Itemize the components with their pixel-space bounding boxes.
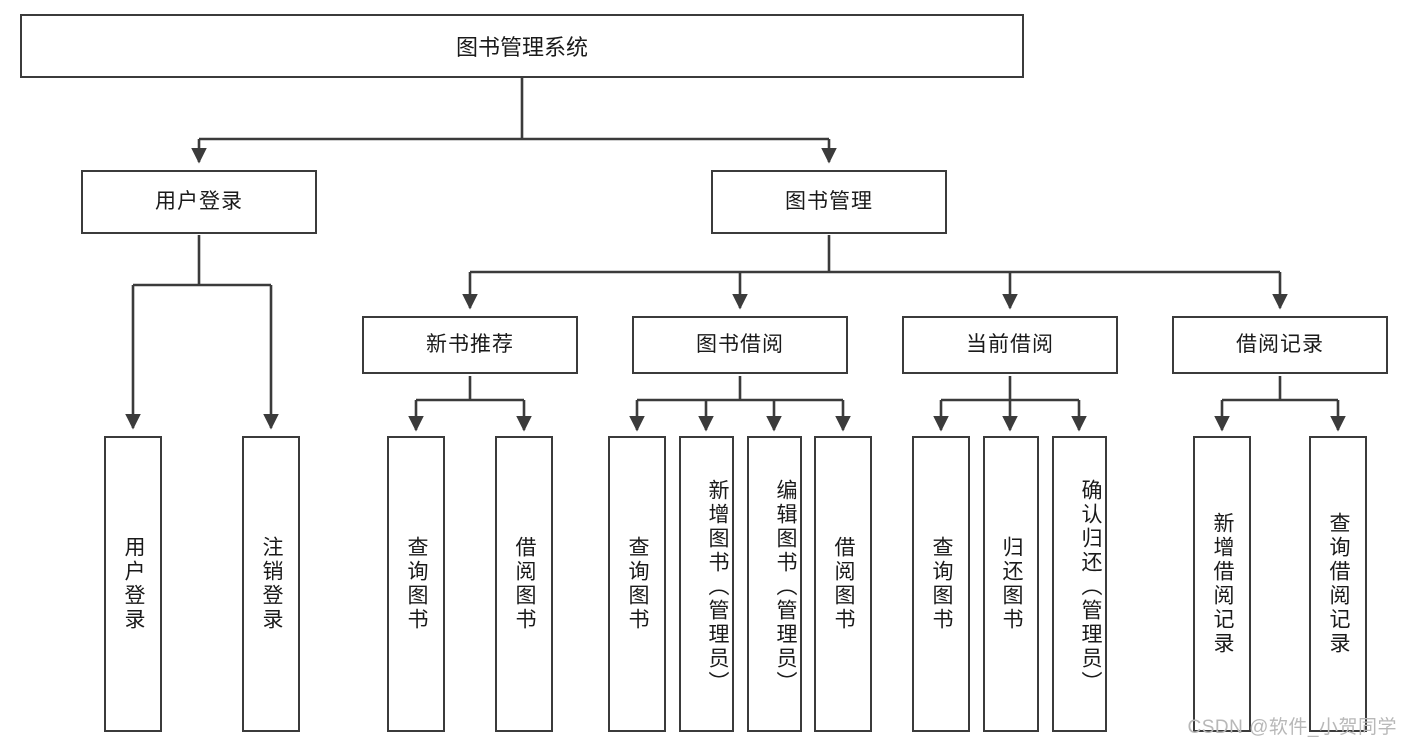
node-new-book-recommend[interactable]: 新书推荐 bbox=[362, 316, 578, 374]
node-label: 借阅图书 bbox=[832, 536, 855, 632]
node-label: 借阅记录 bbox=[1236, 333, 1324, 357]
leaf-query-book-borrow[interactable]: 查询图书 bbox=[608, 436, 666, 732]
node-label: 借阅图书 bbox=[513, 536, 536, 632]
node-label: 新增借阅记录 bbox=[1211, 512, 1234, 656]
leaf-query-book-recommend[interactable]: 查询图书 bbox=[387, 436, 445, 732]
leaf-confirm-return-admin[interactable]: 确认归还（管理员） bbox=[1052, 436, 1107, 732]
leaf-borrow-book-recommend[interactable]: 借阅图书 bbox=[495, 436, 553, 732]
leaf-edit-book-admin[interactable]: 编辑图书（管理员） bbox=[747, 436, 802, 732]
leaf-query-borrow-record[interactable]: 查询借阅记录 bbox=[1309, 436, 1367, 732]
node-label: 图书管理系统 bbox=[455, 35, 588, 60]
leaf-add-borrow-record[interactable]: 新增借阅记录 bbox=[1193, 436, 1251, 732]
node-label: 查询借阅记录 bbox=[1327, 512, 1350, 656]
node-label: 编辑图书（管理员） bbox=[774, 479, 797, 695]
node-label: 当前借阅 bbox=[966, 333, 1054, 357]
node-borrow-record[interactable]: 借阅记录 bbox=[1172, 316, 1388, 374]
node-user-login[interactable]: 用户登录 bbox=[81, 170, 317, 234]
node-label: 新书推荐 bbox=[426, 333, 514, 357]
node-label: 用户登录 bbox=[122, 536, 145, 632]
leaf-query-book-current[interactable]: 查询图书 bbox=[912, 436, 970, 732]
node-label: 新增图书（管理员） bbox=[706, 479, 729, 695]
leaf-borrow-book[interactable]: 借阅图书 bbox=[814, 436, 872, 732]
node-label: 用户登录 bbox=[155, 190, 243, 214]
leaf-add-book-admin[interactable]: 新增图书（管理员） bbox=[679, 436, 734, 732]
node-label: 查询图书 bbox=[626, 536, 649, 632]
node-label: 注销登录 bbox=[260, 536, 283, 632]
node-label: 确认归还（管理员） bbox=[1079, 479, 1102, 695]
node-label: 图书借阅 bbox=[696, 333, 784, 357]
node-label: 图书管理 bbox=[785, 190, 873, 214]
node-book-borrow[interactable]: 图书借阅 bbox=[632, 316, 848, 374]
node-root-book-management-system[interactable]: 图书管理系统 bbox=[20, 14, 1024, 78]
node-current-borrow[interactable]: 当前借阅 bbox=[902, 316, 1118, 374]
node-label: 查询图书 bbox=[930, 536, 953, 632]
leaf-user-login[interactable]: 用户登录 bbox=[104, 436, 162, 732]
leaf-return-book[interactable]: 归还图书 bbox=[983, 436, 1039, 732]
leaf-logout[interactable]: 注销登录 bbox=[242, 436, 300, 732]
node-label: 归还图书 bbox=[1000, 536, 1023, 632]
node-book-management[interactable]: 图书管理 bbox=[711, 170, 947, 234]
node-label: 查询图书 bbox=[405, 536, 428, 632]
